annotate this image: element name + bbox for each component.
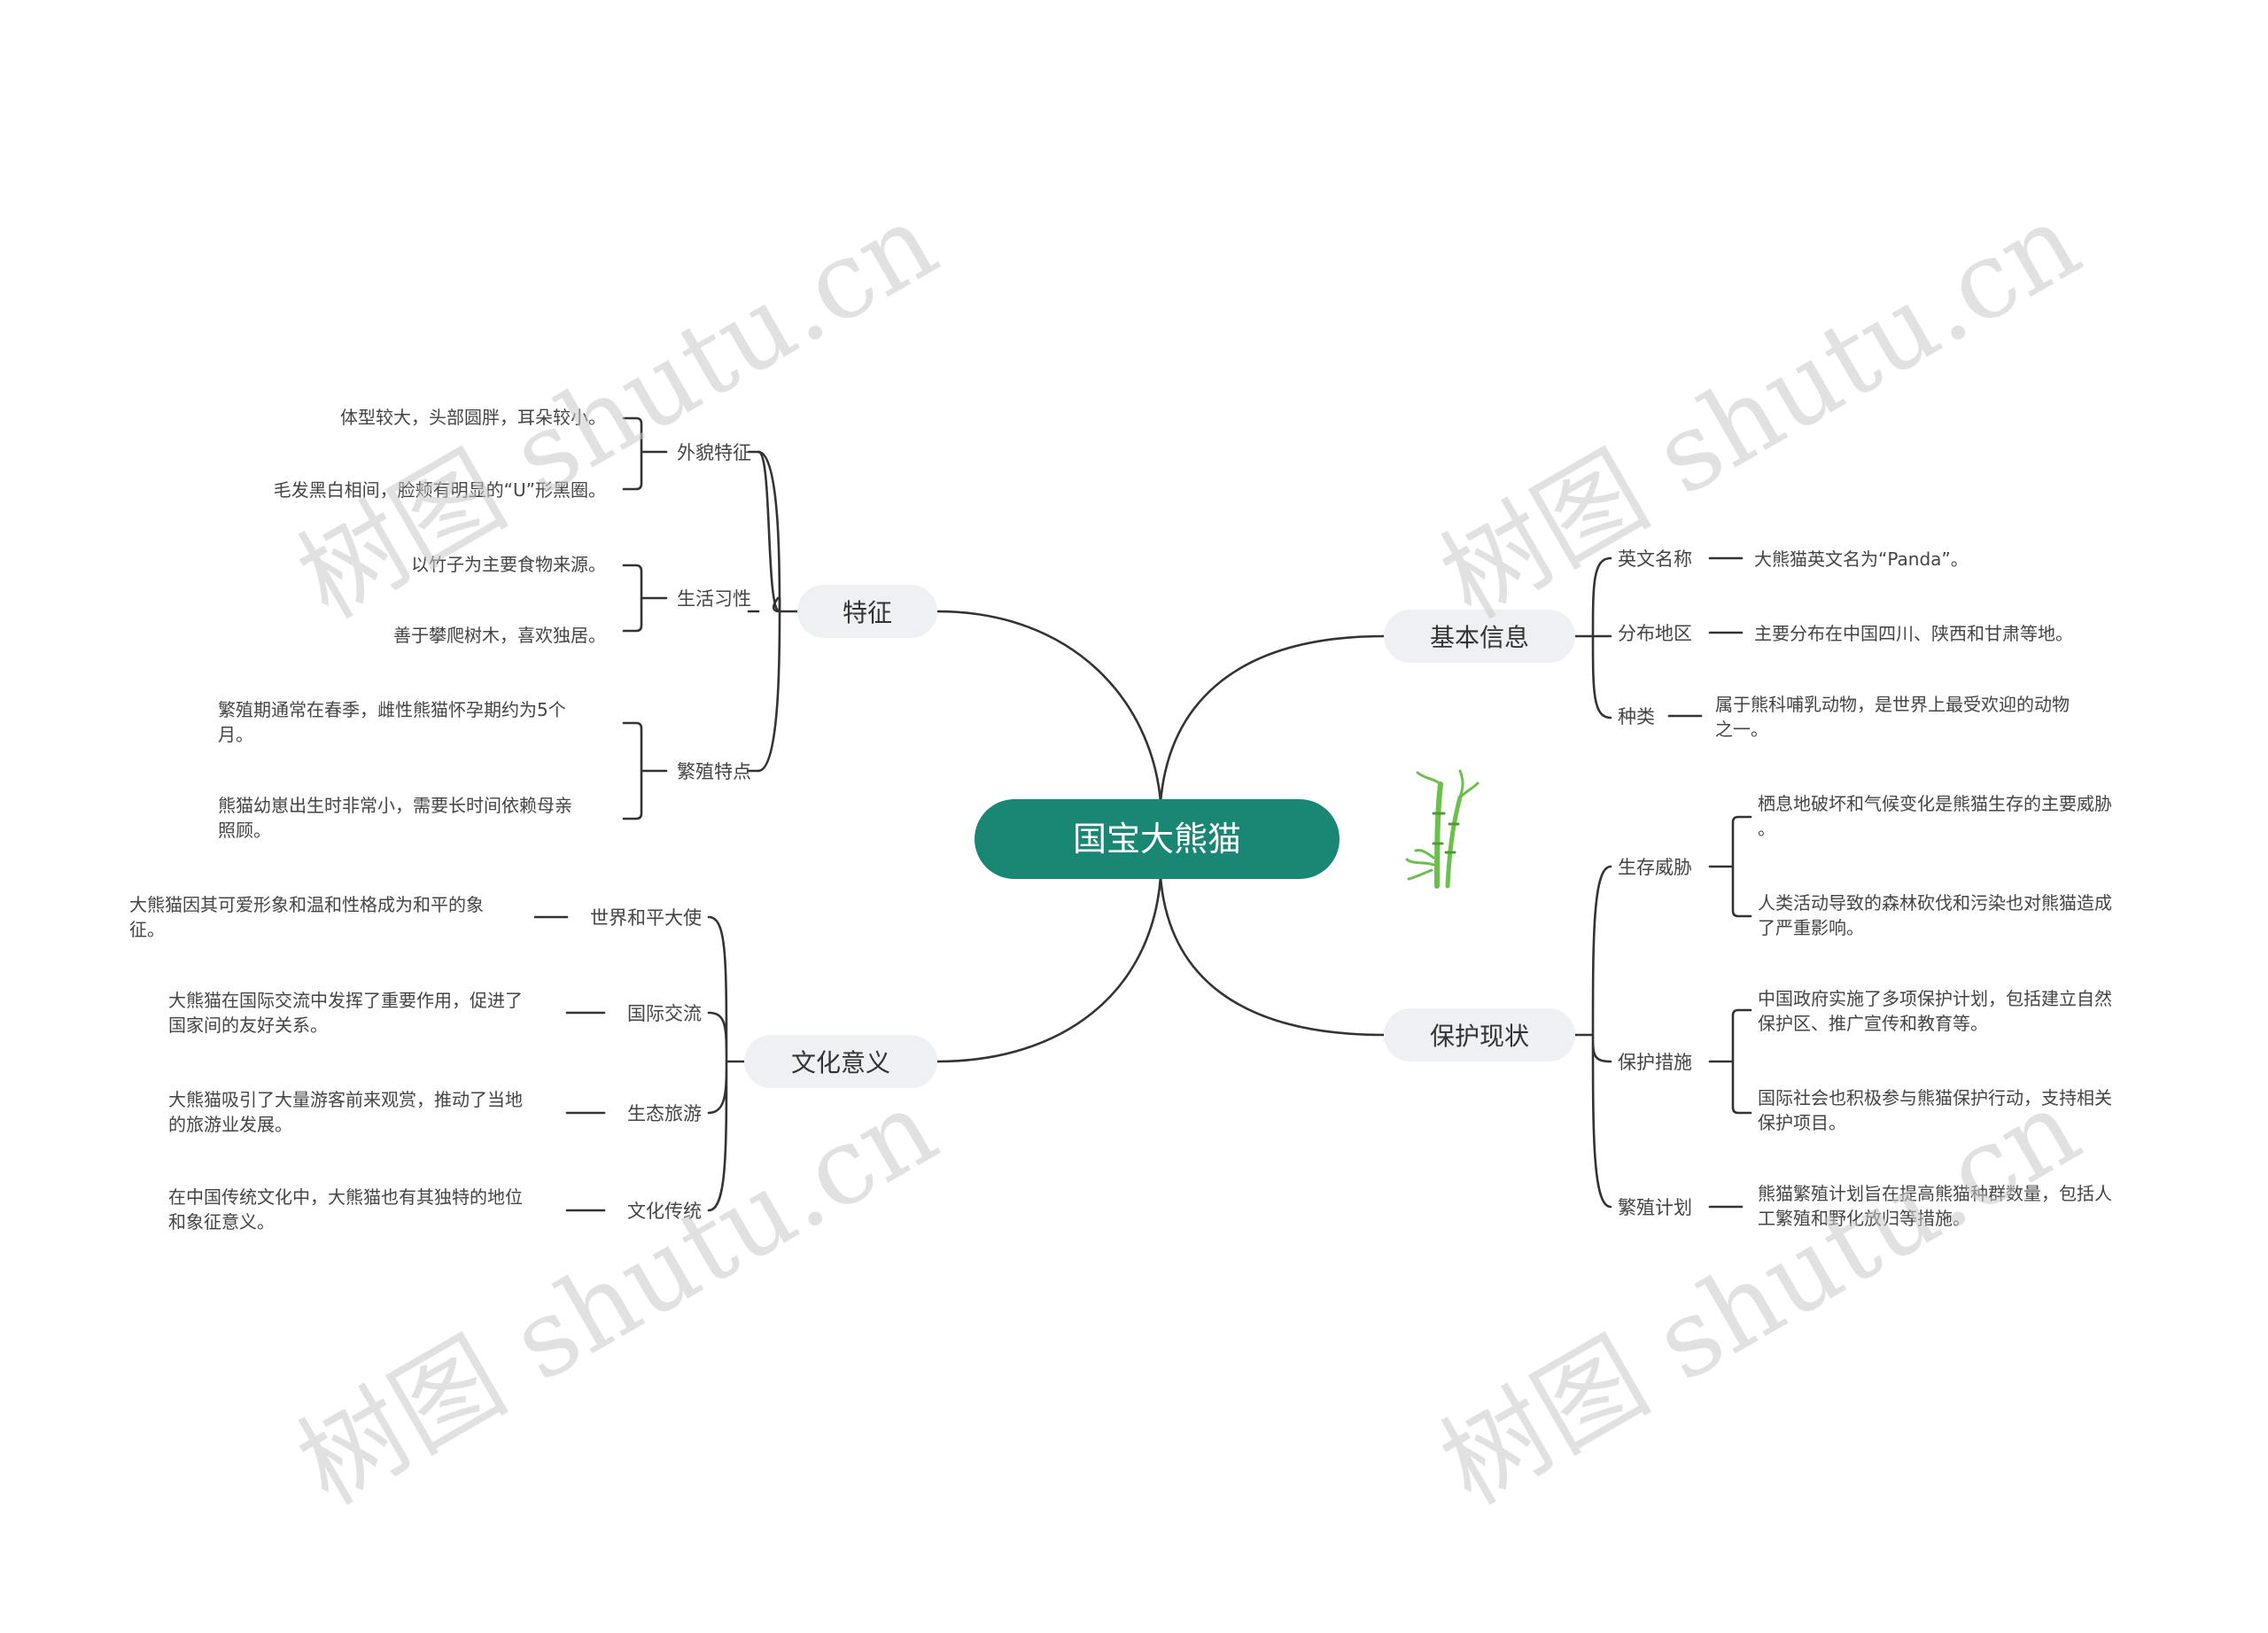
connector-root-features [936, 610, 1162, 804]
connector-basic-bracket [1573, 556, 1612, 719]
leaf-species-line-2: 之一。 [1715, 719, 1768, 740]
leaf-threats-1-line-1: 栖息地破坏和气候变化是熊猫生存的主要威胁 [1758, 793, 2112, 814]
topic-basic[interactable]: 基本信息 [1384, 610, 1575, 663]
subtopic-breeding-program[interactable]: 繁殖计划 [1618, 1197, 1692, 1218]
watermark-4: 树图 shutu.cn [1422, 1067, 2099, 1529]
subtopic-threats[interactable]: 生存威胁 [1618, 857, 1692, 878]
leaf-peace-ambassador-line-1: 大熊猫因其可爱形象和温和性格成为和平的象 [129, 894, 484, 915]
leaf-measures-1-line-2: 保护区、推广宣传和教育等。 [1758, 1013, 1988, 1034]
subtopic-species[interactable]: 种类 [1618, 706, 1655, 727]
subtopic-eco-tourism[interactable]: 生态旅游 [627, 1103, 702, 1124]
connector-appearance-bracket [622, 416, 668, 491]
leaf-threats-1[interactable]: 栖息地破坏和气候变化是熊猫生存的主要威胁 。 [1758, 793, 2112, 839]
topic-culture-label: 文化意义 [791, 1048, 890, 1077]
leaf-english-name[interactable]: 大熊猫英文名为“Panda”。 [1754, 548, 1969, 570]
subtopic-distribution[interactable]: 分布地区 [1618, 623, 1692, 644]
topic-protection-shape [1384, 1008, 1575, 1061]
topic-protection[interactable]: 保护现状 [1384, 1008, 1575, 1061]
subtopic-breeding[interactable]: 繁殖特点 [677, 761, 751, 782]
leaf-measures-2-line-2: 保护项目。 [1758, 1112, 1846, 1133]
leaf-appearance-1[interactable]: 体型较大，头部圆胖，耳朵较小。 [340, 407, 606, 428]
topic-culture-shape [744, 1035, 937, 1088]
leaf-eco-tourism-line-1: 大熊猫吸引了大量游客前来观赏，推动了当地 [168, 1089, 523, 1110]
connector-protection-bracket [1573, 865, 1612, 1209]
leaf-eco-tourism-line-2: 的旅游业发展。 [168, 1114, 292, 1135]
leaf-cultural-tradition-line-1: 在中国传统文化中，大熊猫也有其独特的地位 [168, 1186, 523, 1208]
topic-basic-shape [1384, 610, 1575, 663]
connector-root-protection [1159, 875, 1386, 1037]
leaf-eco-tourism[interactable]: 大熊猫吸引了大量游客前来观赏，推动了当地 的旅游业发展。 [168, 1089, 523, 1135]
topic-features-label: 特征 [843, 598, 892, 627]
leaf-breeding-1[interactable]: 繁殖期通常在春季，雌性熊猫怀孕期约为5个 月。 [218, 699, 566, 745]
leaf-threats-1-line-2: 。 [1758, 818, 1775, 839]
leaf-measures-1-line-1: 中国政府实施了多项保护计划，包括建立自然 [1758, 988, 2112, 1009]
leaf-measures-2-line-1: 国际社会也积极参与熊猫保护行动，支持相关 [1758, 1087, 2112, 1108]
leaf-appearance-2[interactable]: 毛发黑白相间，脸颊有明显的“U”形黑圈。 [274, 479, 606, 501]
leaf-distribution[interactable]: 主要分布在中国四川、陕西和甘肃等地。 [1754, 623, 2073, 644]
leaf-breeding-program-line-1: 熊猫繁殖计划旨在提高熊猫种群数量，包括人 [1758, 1183, 2112, 1204]
watermark-3: 树图 shutu.cn [279, 1067, 956, 1529]
connector-features-bracket [757, 450, 799, 773]
bamboo-icon [1405, 769, 1480, 889]
root-label: 国宝大熊猫 [1073, 820, 1241, 859]
leaf-measures-2[interactable]: 国际社会也积极参与熊猫保护行动，支持相关 保护项目。 [1758, 1087, 2112, 1133]
leaf-threats-2-line-2: 了严重影响。 [1758, 917, 1864, 938]
leaf-peace-ambassador[interactable]: 大熊猫因其可爱形象和温和性格成为和平的象 征。 [129, 894, 484, 940]
connector-habits-bracket [622, 564, 668, 633]
subtopic-habits[interactable]: 生活习性 [677, 588, 751, 610]
subtopic-peace-ambassador[interactable]: 世界和平大使 [590, 907, 702, 929]
leaf-breeding-program[interactable]: 熊猫繁殖计划旨在提高熊猫种群数量，包括人 工繁殖和野化放归等措施。 [1758, 1183, 2112, 1229]
leaf-habits-1[interactable]: 以竹子为主要食物来源。 [411, 554, 606, 575]
leaf-international-exchange[interactable]: 大熊猫在国际交流中发挥了重要作用，促进了 国家间的友好关系。 [168, 990, 523, 1036]
topic-features[interactable]: 特征 [797, 585, 937, 638]
leaf-species[interactable]: 属于熊科哺乳动物，是世界上最受欢迎的动物 之一。 [1715, 694, 2070, 740]
subtopic-measures[interactable]: 保护措施 [1618, 1052, 1692, 1073]
leaf-cultural-tradition[interactable]: 在中国传统文化中，大熊猫也有其独特的地位 和象征意义。 [168, 1186, 523, 1233]
leaf-international-exchange-line-1: 大熊猫在国际交流中发挥了重要作用，促进了 [168, 990, 523, 1011]
leaf-breeding-program-line-2: 工繁殖和野化放归等措施。 [1758, 1208, 1970, 1229]
leaf-threats-2-line-1: 人类活动导致的森林砍伐和污染也对熊猫造成 [1758, 892, 2112, 914]
watermark-2: 树图 shutu.cn [1422, 181, 2099, 643]
connector-culture-bracket [707, 915, 746, 1212]
connector-root-basic [1159, 634, 1386, 804]
subtopic-international-exchange[interactable]: 国际交流 [627, 1003, 702, 1024]
connector-measures-bracket [1708, 1008, 1752, 1115]
leaf-measures-1[interactable]: 中国政府实施了多项保护计划，包括建立自然 保护区、推广宣传和教育等。 [1758, 988, 2112, 1034]
leaf-breeding-2-line-2: 照顾。 [218, 820, 271, 841]
topic-features-shape [797, 585, 937, 638]
root-node-shape [975, 799, 1340, 879]
subtopic-appearance[interactable]: 外貌特征 [677, 442, 751, 463]
leaf-species-line-1: 属于熊科哺乳动物，是世界上最受欢迎的动物 [1715, 694, 2070, 715]
leaf-cultural-tradition-line-2: 和象征意义。 [168, 1211, 275, 1233]
subtopic-cultural-tradition[interactable]: 文化传统 [627, 1201, 702, 1222]
connector-threats-bracket [1708, 815, 1752, 918]
leaf-peace-ambassador-line-2: 征。 [129, 919, 165, 940]
connector-breeding-bracket [622, 721, 668, 820]
leaf-habits-2[interactable]: 善于攀爬树木，喜欢独居。 [393, 625, 606, 646]
topic-protection-label: 保护现状 [1430, 1022, 1529, 1051]
connector-root-culture [936, 875, 1162, 1063]
topic-culture[interactable]: 文化意义 [744, 1035, 937, 1088]
leaf-breeding-2-line-1: 熊猫幼崽出生时非常小，需要长时间依赖母亲 [218, 795, 572, 816]
subtopic-english-name[interactable]: 英文名称 [1618, 548, 1692, 570]
root-node[interactable]: 国宝大熊猫 [975, 799, 1340, 879]
leaf-breeding-2[interactable]: 熊猫幼崽出生时非常小，需要长时间依赖母亲 照顾。 [218, 795, 572, 841]
leaf-threats-2[interactable]: 人类活动导致的森林砍伐和污染也对熊猫造成 了严重影响。 [1758, 892, 2112, 938]
topic-basic-label: 基本信息 [1430, 623, 1529, 652]
leaf-breeding-1-line-1: 繁殖期通常在春季，雌性熊猫怀孕期约为5个 [218, 699, 566, 720]
leaf-breeding-1-line-2: 月。 [218, 724, 253, 745]
leaf-international-exchange-line-2: 国家间的友好关系。 [168, 1015, 328, 1036]
connectors [533, 416, 1752, 1212]
